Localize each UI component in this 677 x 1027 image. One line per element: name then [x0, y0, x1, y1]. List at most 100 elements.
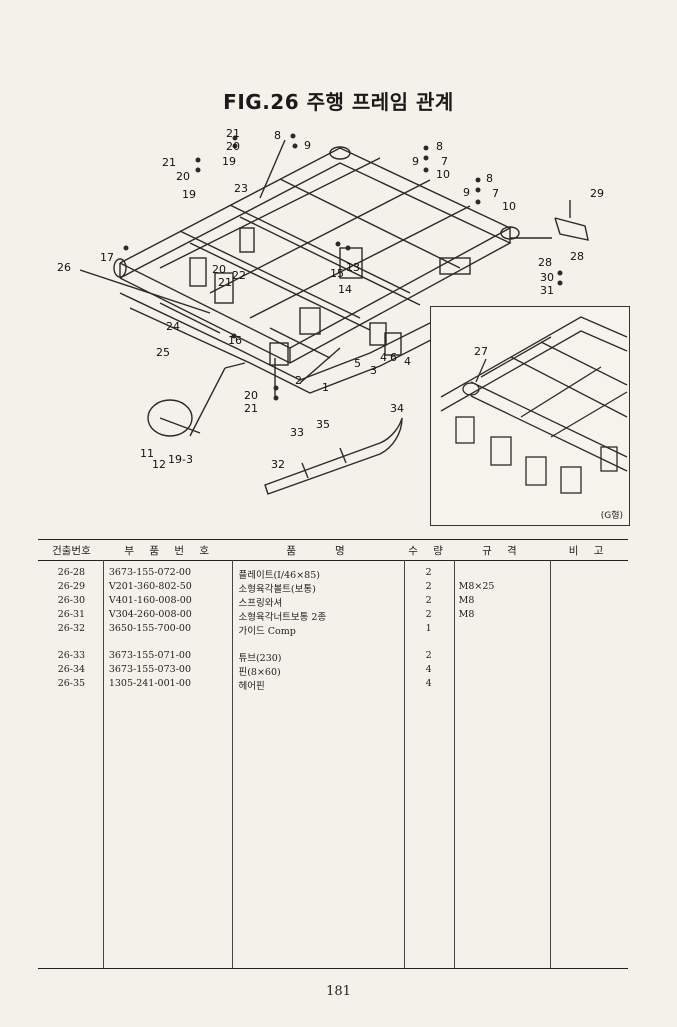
header-part-number: 부 품 번 호	[104, 539, 235, 561]
callout-label: 25	[156, 346, 170, 359]
table-row: 26-28 3673-155-072-00 플레이트(I/46×85) 2	[38, 567, 628, 581]
callout-label: 34	[390, 402, 404, 415]
callout-label: 22	[232, 269, 246, 282]
callout-label: 21	[162, 156, 176, 169]
callout-label: 4	[380, 351, 387, 364]
inset-frame-diagram	[440, 316, 628, 494]
callout-label: 20	[212, 263, 226, 276]
callout-label: 26	[57, 261, 71, 274]
cell-figure-no: 26-29	[57, 581, 86, 592]
callout-label: 28	[570, 250, 584, 263]
cell-part-name: 소형육각볼트(보통)	[238, 584, 316, 595]
cell-part-name: 헤어핀	[238, 680, 265, 692]
column-divider	[454, 560, 455, 968]
callout-label: 27	[474, 345, 488, 358]
cell-quantity: 2	[425, 649, 432, 661]
cell-spec	[455, 567, 551, 581]
cell-remarks	[550, 595, 628, 609]
cell-figure-no: 26-30	[57, 595, 86, 606]
cell-spec: M8	[458, 595, 475, 606]
callout-label: 33	[290, 426, 304, 439]
cell-part-name: 플레이트(I/46×85)	[238, 570, 320, 581]
callout-label: 7	[441, 155, 448, 168]
callout-label: 29	[590, 187, 604, 200]
callout-label: 4	[404, 355, 411, 368]
callout-label: 17	[100, 251, 114, 264]
callout-label: 14	[338, 283, 352, 296]
callout-label: 9	[463, 186, 470, 199]
header-remarks: 비 고	[550, 539, 628, 561]
column-divider	[550, 560, 551, 968]
cell-figure-no: 26-28	[57, 567, 86, 578]
callout-label: 23	[234, 182, 248, 195]
cell-spec	[455, 678, 551, 692]
table-header-row: 건출번호 부 품 번 호 품 명 수 량 규 격 비 고	[38, 539, 628, 561]
column-divider	[103, 560, 104, 968]
cell-spec	[455, 623, 551, 637]
cell-figure-no: 26-33	[57, 649, 86, 661]
table-row-spacer	[38, 637, 628, 650]
table-row: 26-32 3650-155-700-00 가이드 Comp 1	[38, 623, 628, 637]
callout-label: 20	[226, 140, 240, 153]
cell-part-number: 3650-155-700-00	[108, 623, 191, 634]
table-row: 26-31 V304-260-008-00 소형육각너트보통 2종 2 M8	[38, 609, 628, 623]
cell-spec	[455, 664, 551, 678]
cell-remarks	[550, 650, 628, 664]
inset-view-g-type: (G형)	[430, 306, 630, 526]
callout-label: 28	[538, 256, 552, 269]
cell-remarks	[550, 609, 628, 623]
header-part-name: 품 명	[234, 539, 403, 561]
cell-part-name: 튜브(230)	[238, 652, 282, 664]
callout-label: 8	[436, 140, 443, 153]
cell-remarks	[550, 567, 628, 581]
callout-label: 8	[486, 172, 493, 185]
table-row: 26-29 V201-360-802-50 소형육각볼트(보통) 2 M8×25	[38, 581, 628, 595]
column-divider	[232, 560, 233, 968]
callout-label: 21	[226, 127, 240, 140]
cell-part-number: V304-260-008-00	[108, 609, 192, 620]
cell-part-name: 소형육각너트보통 2종	[238, 612, 327, 623]
callout-label: 19	[222, 155, 236, 168]
callout-label: 13	[346, 261, 360, 274]
cell-quantity: 2	[425, 609, 432, 620]
callout-label: 9	[412, 155, 419, 168]
cell-part-number: V401-160-008-00	[108, 595, 192, 606]
column-divider	[404, 560, 405, 968]
cell-figure-no: 26-32	[57, 623, 86, 634]
cell-quantity: 1	[425, 623, 432, 634]
callout-label: 20	[176, 170, 190, 183]
callout-label: 19	[182, 188, 196, 201]
callout-label: 6	[390, 351, 397, 364]
cell-part-name: 가이드 Comp	[238, 626, 296, 637]
exploded-frame-diagram	[79, 133, 589, 495]
table-row: 26-34 3673-155-073-00 핀(8×60) 4	[38, 664, 628, 678]
callout-label: 11	[140, 447, 154, 460]
table-row: 26-33 3673-155-071-00 튜브(230) 2	[38, 650, 628, 664]
header-figure-no: 건출번호	[38, 539, 105, 561]
cell-quantity: 2	[425, 595, 432, 606]
callout-label: 35	[316, 418, 330, 431]
cell-figure-no: 26-31	[57, 609, 86, 620]
callout-label: 20	[244, 389, 258, 402]
cell-part-name: 스프링와셔	[238, 598, 283, 609]
inset-label: (G형)	[600, 511, 623, 521]
cell-spec: M8	[458, 609, 475, 620]
cell-remarks	[550, 581, 628, 595]
header-spec: 규 격	[454, 539, 551, 561]
header-quantity: 수 량	[402, 539, 455, 561]
cell-remarks	[550, 664, 628, 678]
callout-label: 7	[492, 187, 499, 200]
parts-table: 건출번호 부 품 번 호 품 명 수 량 규 격 비 고 26-28 3673-…	[38, 539, 628, 692]
cell-figure-no: 26-35	[57, 677, 86, 689]
callout-label: 15	[330, 267, 344, 280]
table-bottom-rule	[38, 968, 628, 969]
callout-label: 32	[271, 458, 285, 471]
callout-label: 30	[540, 271, 554, 284]
callout-label: 2	[295, 374, 302, 387]
callout-label: 10	[502, 200, 516, 213]
cell-part-number: 3673-155-073-00	[108, 663, 191, 675]
cell-quantity: 4	[425, 677, 432, 689]
callout-label: 1	[322, 381, 329, 394]
cell-quantity: 4	[425, 663, 432, 675]
